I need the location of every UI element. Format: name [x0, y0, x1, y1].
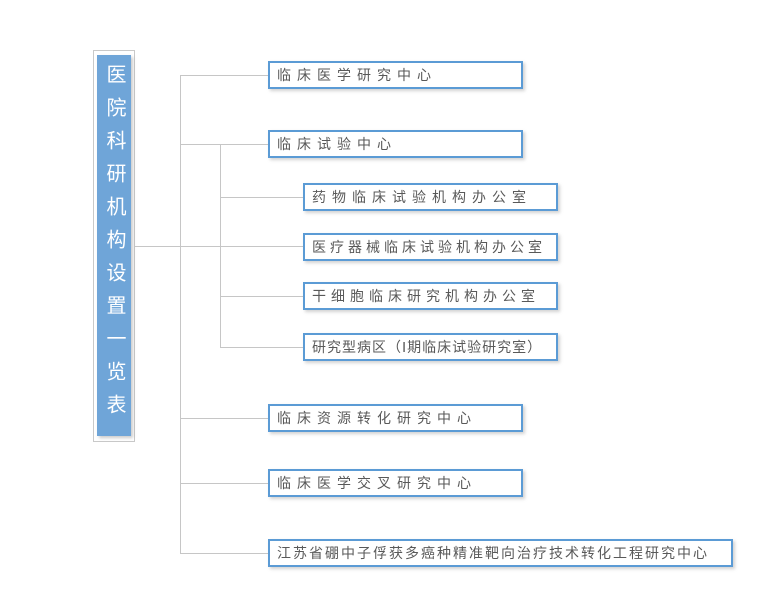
connector-sub-trunk	[220, 144, 221, 347]
connector-sub-branch-stem-cell-office	[220, 296, 303, 297]
connector-sub-branch-drug-office	[220, 197, 303, 198]
connector-branch-resource-translation	[180, 418, 268, 419]
chart-title-text: 医院科研机构设置一览表	[103, 64, 125, 427]
connector-title-line	[135, 246, 303, 247]
connector-branch-interdisciplinary	[180, 483, 268, 484]
node-clinical-medicine-interdisciplinary-center: 临床医学交叉研究中心	[268, 469, 523, 497]
node-clinical-resource-translation-center: 临床资源转化研究中心	[268, 404, 523, 432]
chart-title-frame: 医院科研机构设置一览表	[93, 50, 135, 442]
connector-branch-jiangsu-bnct	[180, 553, 268, 554]
connector-main-trunk	[180, 75, 181, 553]
connector-branch-clinical-trial	[180, 144, 268, 145]
node-clinical-trial-center: 临床试验中心	[268, 130, 523, 158]
node-drug-clinical-trial-office: 药物临床试验机构办公室	[303, 183, 558, 211]
node-medical-device-clinical-trial-office: 医疗器械临床试验机构办公室	[303, 233, 558, 261]
chart-title-box: 医院科研机构设置一览表	[97, 55, 131, 436]
node-clinical-medicine-research-center: 临床医学研究中心	[268, 61, 523, 89]
node-stem-cell-clinical-research-office: 干细胞临床研究机构办公室	[303, 282, 558, 310]
node-jiangsu-bnct-engineering-center: 江苏省硼中子俘获多癌种精准靶向治疗技术转化工程研究中心	[268, 539, 733, 567]
connector-sub-branch-research-ward	[220, 347, 303, 348]
connector-branch-clinical-medicine	[180, 75, 268, 76]
node-research-ward-phase1-lab: 研究型病区（Ⅰ期临床试验研究室）	[303, 333, 558, 361]
